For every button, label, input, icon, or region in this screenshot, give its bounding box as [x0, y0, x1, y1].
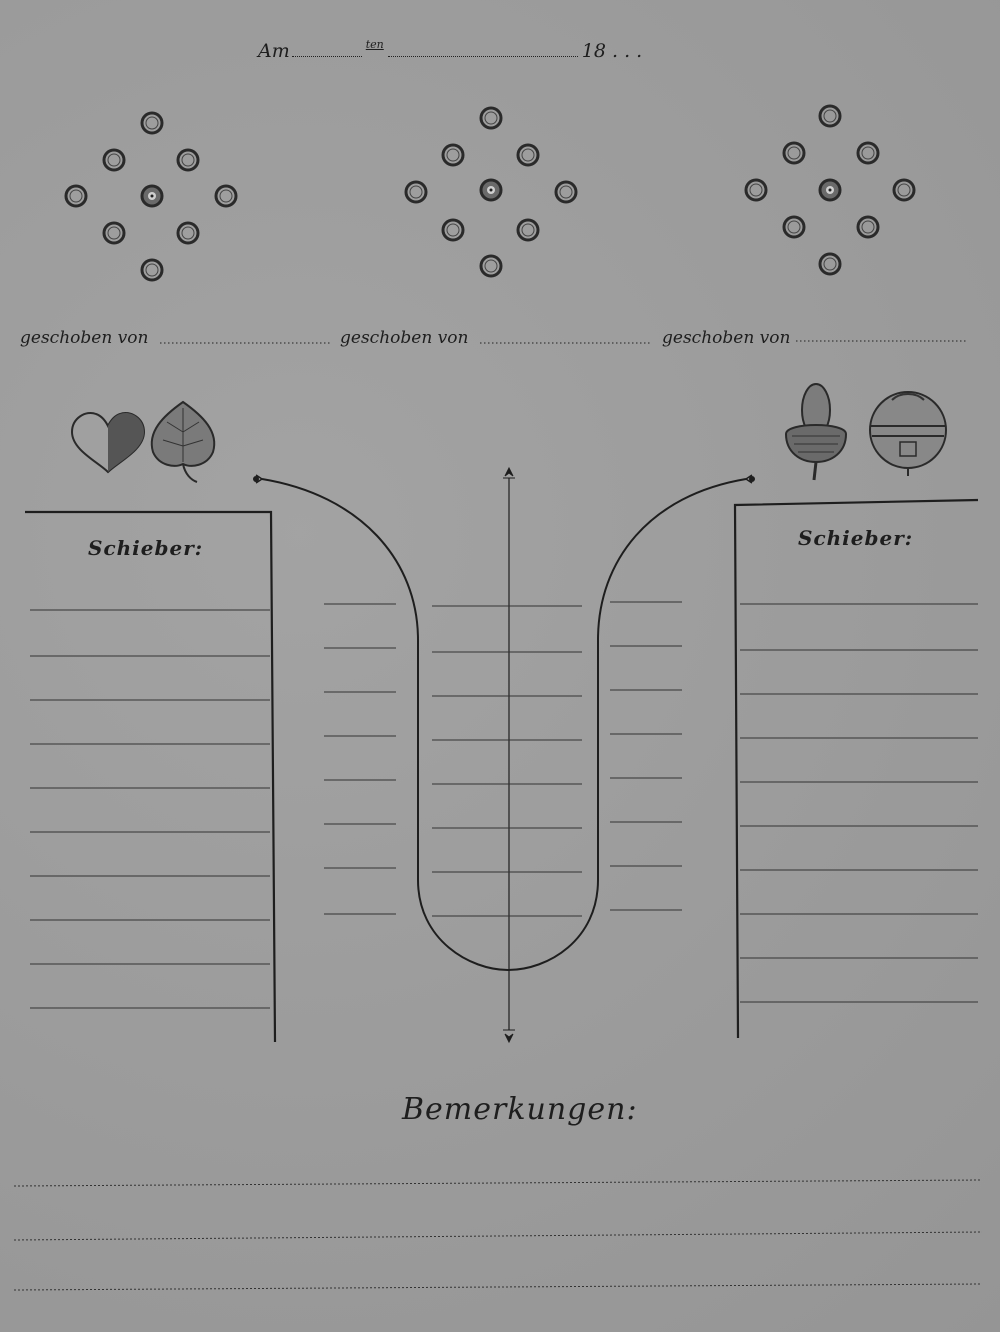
left-score-panel — [25, 510, 277, 1043]
year-label: 18 — [581, 40, 606, 62]
pin — [140, 258, 164, 282]
pusher-label-3: geschoben von — [662, 328, 791, 348]
date-line: Am ten 18 . . . — [258, 38, 643, 62]
center-u-curve — [253, 474, 755, 972]
right-score-panel — [733, 498, 979, 1039]
remarks-line[interactable] — [13, 1179, 983, 1187]
pin — [744, 178, 768, 202]
remarks-line[interactable] — [13, 1283, 983, 1291]
am-label: Am — [258, 40, 290, 62]
acorn-icon — [784, 383, 848, 481]
left-panel-title: Schieber: — [88, 536, 204, 560]
leaf-icon — [150, 400, 216, 483]
center-right-lines — [610, 601, 682, 911]
remarks-title: Bemerkungen: — [402, 1092, 638, 1127]
remarks-line[interactable] — [13, 1231, 983, 1241]
pusher-label-1: geschoben von — [20, 328, 149, 348]
pin — [404, 180, 428, 204]
month-field[interactable] — [387, 56, 578, 57]
pin — [892, 178, 916, 202]
ten-label: ten — [365, 38, 384, 51]
left-score-lines — [30, 609, 270, 1009]
pin-diamond-1 — [64, 111, 238, 282]
pusher-label-2: geschoben von — [340, 328, 469, 348]
pin — [479, 106, 503, 130]
pin — [102, 221, 126, 245]
pin — [516, 143, 540, 167]
pin — [176, 221, 200, 245]
center-inner-lines — [432, 605, 582, 917]
pin — [782, 141, 806, 165]
king-pin — [140, 184, 164, 208]
pin — [554, 180, 578, 204]
pin — [441, 218, 465, 242]
center-axis — [503, 466, 515, 1044]
pin — [818, 252, 842, 276]
right-score-lines — [740, 603, 978, 1003]
pin — [782, 215, 806, 239]
pin — [214, 184, 238, 208]
bell-icon — [869, 391, 947, 476]
king-pin — [818, 178, 842, 202]
pin-diamond-2 — [404, 106, 578, 278]
pin — [140, 111, 164, 135]
right-panel-title: Schieber: — [798, 526, 914, 550]
pin — [856, 141, 880, 165]
pin — [64, 184, 88, 208]
pin — [516, 218, 540, 242]
pin — [176, 148, 200, 172]
remarks-lines — [13, 1179, 983, 1291]
king-pin — [479, 178, 503, 202]
pin — [856, 215, 880, 239]
pusher-fields — [160, 340, 968, 344]
day-field[interactable] — [291, 56, 362, 57]
pin — [102, 148, 126, 172]
pin — [479, 254, 503, 278]
pin — [441, 143, 465, 167]
pin-diamond-3 — [744, 104, 916, 276]
year-suffix: . . . — [612, 40, 643, 62]
pin — [818, 104, 842, 128]
center-left-lines — [324, 603, 396, 915]
heart-icon — [70, 412, 146, 474]
